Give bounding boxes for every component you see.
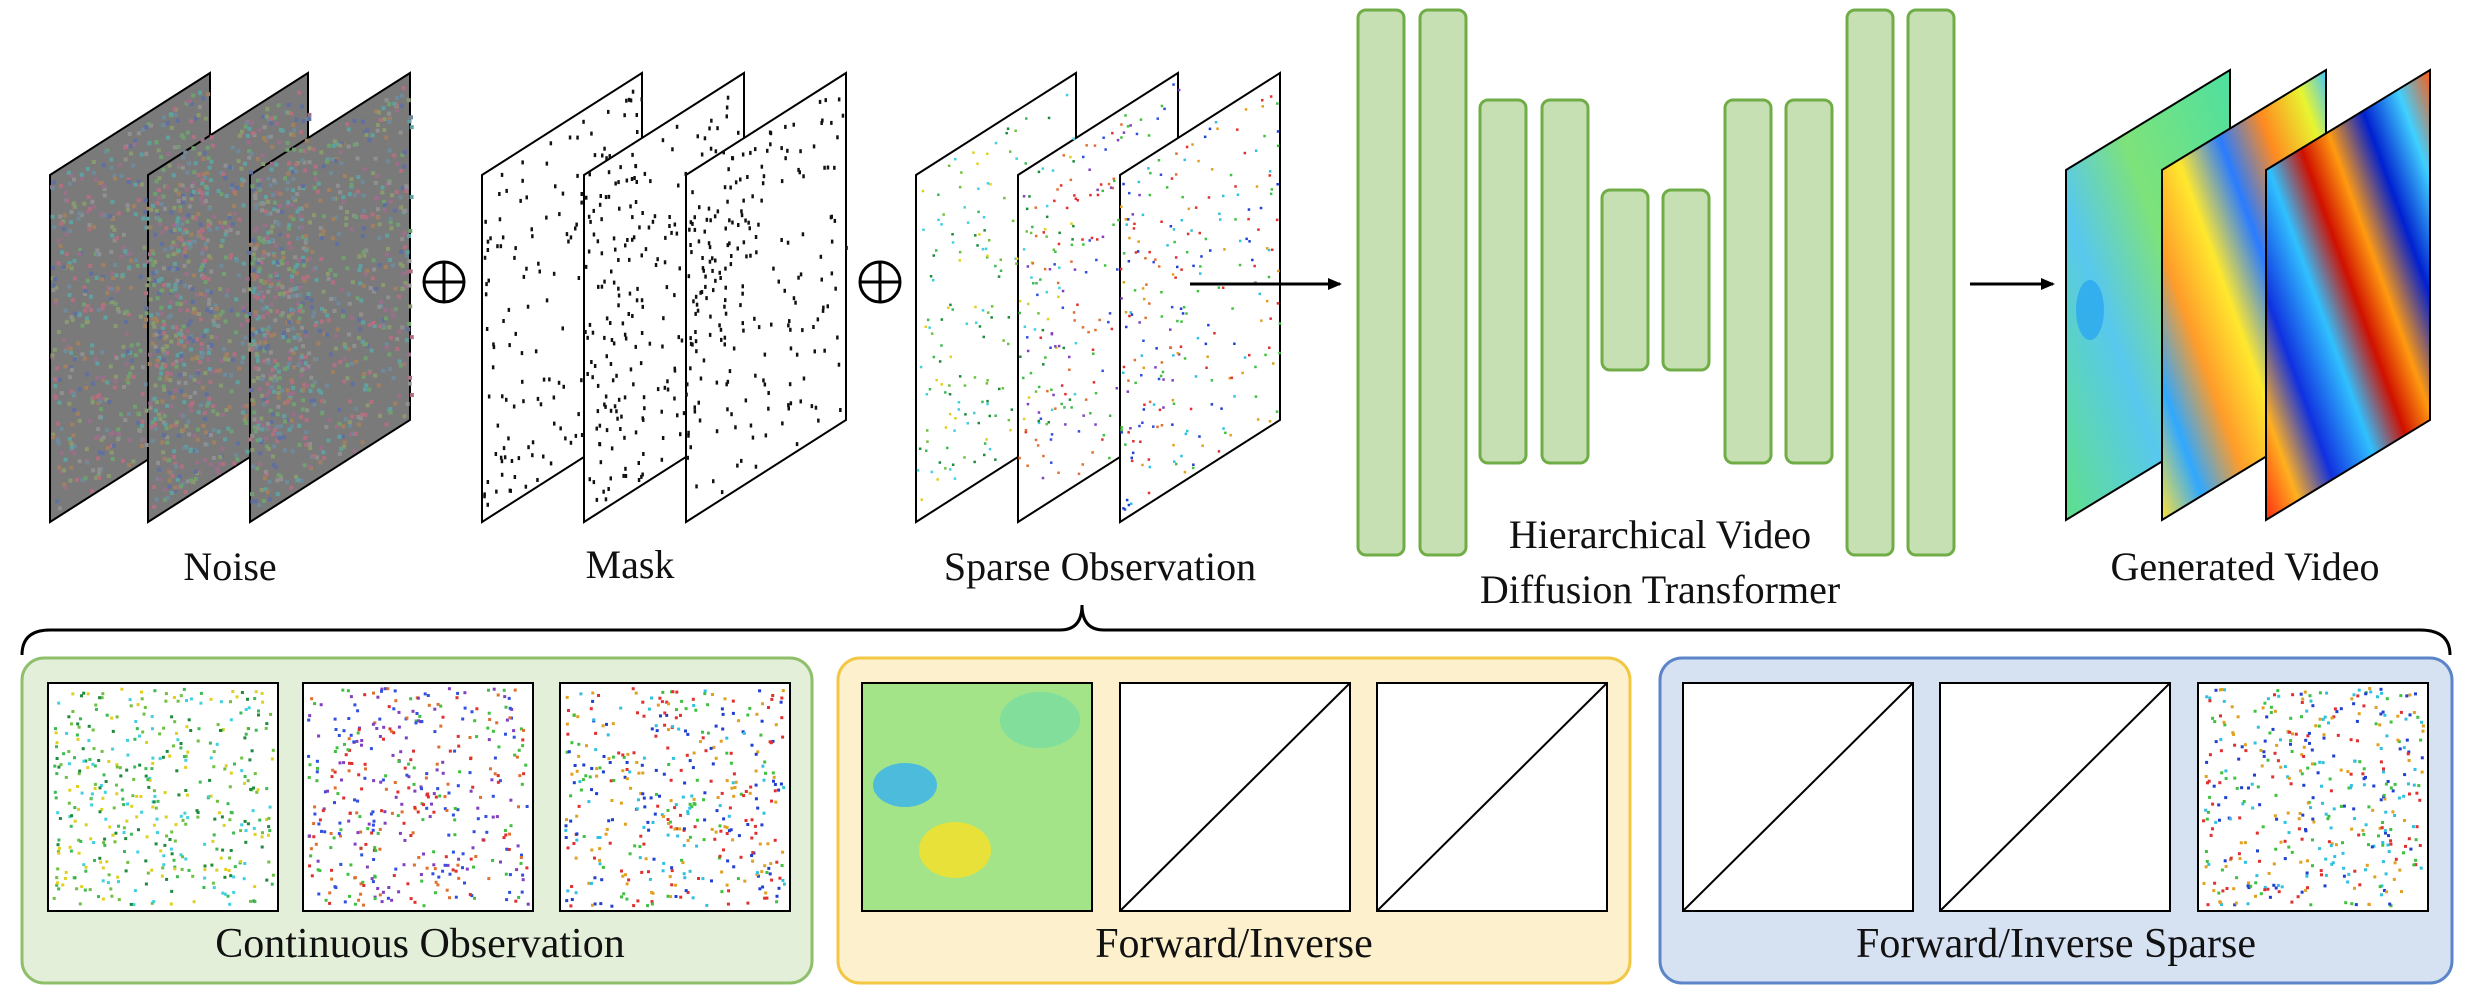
empty-frame — [1682, 682, 1914, 912]
field-blob — [1000, 692, 1080, 748]
transformer-block — [1906, 8, 1956, 557]
panel-forward-inverse: Forward/Inverse — [836, 656, 1632, 985]
transformer-block — [1418, 8, 1468, 557]
transformer-block — [1723, 98, 1773, 465]
panel-frame — [47, 682, 279, 912]
panel-title: Continuous Observation — [215, 921, 624, 967]
panel-continuous-observation: Continuous Observation — [20, 656, 814, 985]
noise-frames — [49, 71, 414, 524]
sparse-observation-frames — [915, 71, 1282, 524]
concat-operator — [422, 260, 466, 304]
hierarchical-transformer-blocks — [1356, 8, 1956, 557]
mask-frames — [481, 71, 848, 524]
empty-frame — [1119, 682, 1351, 912]
model-label-line1: Hierarchical Video — [1509, 512, 1811, 557]
transformer-block — [1661, 188, 1711, 372]
generated-frame-blob — [2076, 280, 2104, 340]
transformer-block — [1784, 98, 1834, 465]
empty-frame — [1376, 682, 1608, 912]
generated-frame — [2265, 68, 2431, 522]
transformer-block — [1600, 188, 1650, 372]
transformer-block — [1356, 8, 1406, 557]
field-blob — [873, 763, 937, 807]
transformer-block — [1540, 98, 1590, 465]
concat-operator — [858, 260, 902, 304]
panel-frame — [559, 682, 791, 912]
generated-video-frames — [2065, 68, 2431, 522]
model-label-line2: Diffusion Transformer — [1480, 567, 1840, 612]
empty-frame — [1939, 682, 2171, 912]
noise-label: Noise — [183, 544, 276, 589]
mask-label: Mask — [586, 542, 675, 587]
transformer-block — [1478, 98, 1528, 465]
panel-forward-inverse-sparse: Forward/Inverse Sparse — [1658, 656, 2454, 985]
curly-brace — [20, 604, 2452, 656]
panel-frame — [302, 682, 534, 912]
panel-title: Forward/Inverse Sparse — [1856, 921, 2256, 967]
sparse-observation-label: Sparse Observation — [944, 544, 1256, 589]
field-blob — [919, 822, 991, 878]
generated-video-label: Generated Video — [2111, 544, 2380, 589]
transformer-block — [1845, 8, 1895, 557]
panel-title: Forward/Inverse — [1095, 921, 1373, 967]
